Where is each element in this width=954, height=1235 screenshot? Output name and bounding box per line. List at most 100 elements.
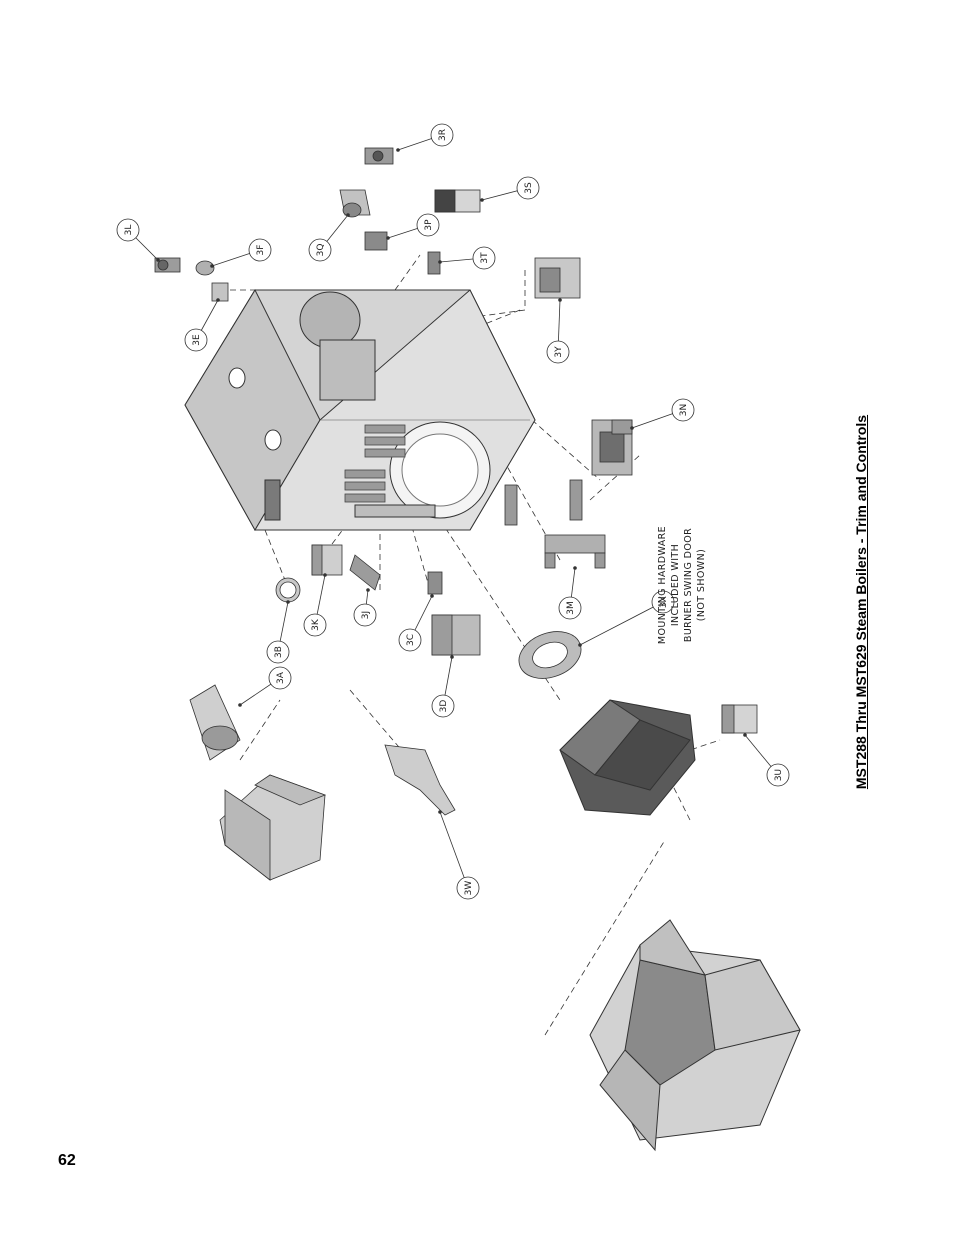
callout-arrow-tip: [743, 733, 747, 737]
callout-circle: [456, 876, 480, 900]
shield-3W: [384, 744, 456, 816]
callout-3u: 3U: [743, 733, 790, 787]
fitting-3L: [154, 257, 181, 273]
callout-circle: [416, 213, 440, 237]
callout-arrow-tip: [438, 260, 442, 264]
callout-label: 3R: [438, 129, 448, 141]
note-line-1: MOUNTING HARDWARE: [657, 526, 668, 644]
callout-circle: [353, 603, 377, 627]
callout-label: 3F: [256, 245, 266, 256]
callout-circle: [398, 628, 422, 652]
callout-circle: [116, 218, 140, 242]
callout-label: 3T: [480, 252, 490, 264]
probe-3T: [427, 251, 441, 275]
callout-leader: [439, 811, 469, 889]
callout-circle: [766, 763, 790, 787]
carton-large: [589, 919, 801, 1152]
note-line-2: INCLUDED WITH: [670, 544, 681, 626]
callout-arrow-tip: [450, 655, 454, 659]
sensor-3C: [427, 571, 443, 595]
callout-circle: [472, 246, 496, 270]
elbow-3Q: [339, 189, 371, 218]
callout-circle: [651, 590, 675, 614]
callout-3s: 3S: [480, 176, 540, 202]
callout-arrow-tip: [346, 213, 350, 217]
callout-3m: 3M: [558, 566, 582, 620]
gasket-3X: [518, 631, 582, 679]
callout-arrow-tip: [578, 643, 582, 647]
callout-arrow-tip: [386, 236, 390, 240]
callout-arrow-tip: [438, 810, 442, 814]
callout-circle: [558, 596, 582, 620]
page-title-wrap: MST288 Thru MST629 Steam Boilers - Trim …: [850, 392, 872, 812]
callout-arrow-tip: [286, 600, 290, 604]
callout-arrow-tip: [558, 298, 562, 302]
callout-circle: [671, 398, 695, 422]
callout-3n: 3N: [630, 398, 695, 430]
callout-arrow-tip: [630, 426, 634, 430]
callout-circle: [430, 123, 454, 147]
control-3K: [311, 544, 343, 576]
page-number: 62: [58, 1152, 76, 1169]
callout-arrow-tip: [573, 566, 577, 570]
callout-3k: 3K: [303, 573, 327, 637]
mounting-hardware-note: MOUNTING HARDWARE INCLUDED WITH BURNER S…: [657, 526, 707, 644]
boiler-cabinet: [184, 288, 536, 532]
callout-label: 3J: [361, 611, 371, 619]
transformer-3Y: [534, 257, 581, 299]
callout-arrow-tip: [366, 588, 370, 592]
callout-label: 3X: [659, 596, 669, 608]
callout-3c: 3C: [398, 594, 434, 652]
callout-label: 3B: [274, 646, 284, 658]
callout-leader: [579, 601, 664, 646]
callout-circle: [308, 238, 332, 262]
callout-label: 3U: [774, 769, 784, 781]
callout-label: 3D: [439, 700, 449, 713]
callout-3p: 3P: [386, 213, 440, 240]
callout-arrow-tip: [238, 703, 242, 707]
fitting-3F: [195, 260, 215, 276]
callout-circle: [184, 328, 208, 352]
callout-label: 3W: [464, 881, 474, 896]
note-line-4: (NOT SHOWN): [696, 549, 707, 621]
box-3U: [721, 704, 758, 734]
control-3S: [434, 189, 481, 213]
callout-circle: [268, 666, 292, 690]
callout-arrow-tip: [396, 148, 400, 152]
callout-3b: 3B: [266, 600, 290, 664]
page-title: MST288 Thru MST629 Steam Boilers - Trim …: [853, 414, 869, 790]
callout-circle: [303, 613, 327, 637]
valve-3R: [364, 147, 394, 165]
callout-arrow-tip: [210, 264, 214, 268]
callout-3j: 3J: [353, 588, 377, 627]
callout-arrow-tip: [323, 573, 327, 577]
callout-label: 3E: [192, 334, 202, 346]
callout-circle: [431, 694, 455, 718]
carton-small: [219, 774, 327, 881]
gas-valve-3N: [591, 419, 633, 476]
callout-label: 3L: [124, 225, 134, 236]
burner: [559, 699, 696, 816]
callout-arrow-tip: [480, 198, 484, 202]
callout-label: 3S: [524, 182, 534, 194]
callout-3a: 3A: [238, 666, 292, 707]
callout-3e: 3E: [184, 298, 220, 352]
callout-3d: 3D: [431, 655, 455, 718]
callout-3r: 3R: [396, 123, 454, 152]
callout-circle: [248, 238, 272, 262]
callout-label: 3K: [311, 618, 321, 631]
callout-label: 3C: [406, 634, 416, 646]
callout-3y: 3Y: [546, 298, 570, 364]
callout-3q: 3Q: [308, 213, 350, 262]
callout-3t: 3T: [438, 246, 496, 270]
callout-arrow-tip: [430, 594, 434, 598]
callout-arrow-tip: [156, 258, 160, 262]
fitting-3E: [211, 282, 229, 302]
callout-circle: [546, 340, 570, 364]
bracket-3J: [349, 554, 381, 591]
callout-circle: [516, 176, 540, 200]
callout-label: 3A: [276, 671, 286, 684]
gas-piping-3M: [504, 479, 606, 569]
callout-3x: 3X: [578, 590, 675, 647]
